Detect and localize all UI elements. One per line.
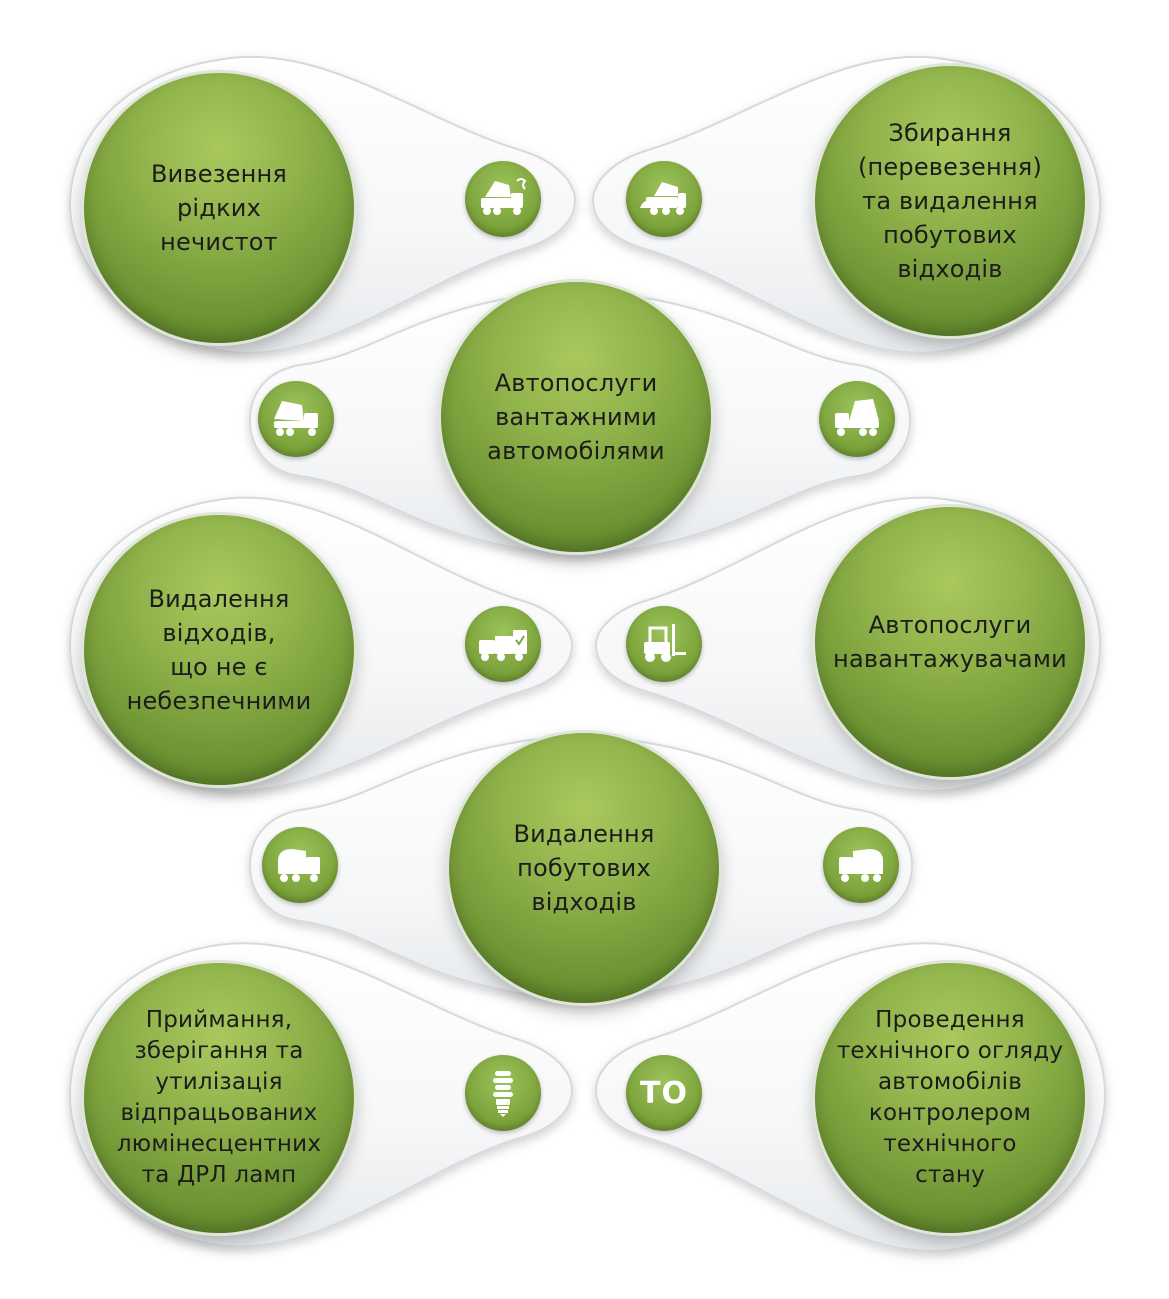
waste-train-icon bbox=[465, 606, 541, 682]
service-lamp-recycling-label: Приймання, зберігання та утилізація відп… bbox=[116, 1007, 322, 1188]
service-nonhazardous-waste-label: Видалення відходів, що не є небезпечними bbox=[126, 585, 312, 715]
dump-truck-icon bbox=[819, 381, 895, 457]
service-tech-inspection-label: Проведення технічного огляду автомобілів… bbox=[836, 1007, 1064, 1188]
forklift-icon bbox=[626, 606, 702, 682]
service-household-removal-label: Видалення побутових відходів bbox=[513, 820, 655, 916]
service-loader-services: Автопослуги навантажувачами bbox=[815, 507, 1085, 777]
service-lamp-recycling: Приймання, зберігання та утилізація відп… bbox=[84, 963, 354, 1233]
service-truck-services-label: Автопослуги вантажними автомобілями bbox=[487, 369, 665, 465]
service-truck-services: Автопослуги вантажними автомобілями bbox=[441, 282, 711, 552]
service-household-collection-label: Збирання (перевезення) та видалення побу… bbox=[857, 119, 1043, 283]
service-tech-inspection: Проведення технічного огляду автомобілів… bbox=[815, 963, 1085, 1233]
garbage-truck-icon bbox=[626, 161, 702, 237]
garbage-truck-icon bbox=[262, 827, 338, 903]
to-badge-label: ТО bbox=[640, 1075, 688, 1111]
service-household-collection: Збирання (перевезення) та видалення побу… bbox=[815, 66, 1085, 336]
garbage-truck-icon bbox=[823, 827, 899, 903]
service-household-removal: Видалення побутових відходів bbox=[449, 733, 719, 1003]
service-liquid-waste: Вивезення рідких нечистот bbox=[84, 73, 354, 343]
service-liquid-waste-label: Вивезення рідких нечистот bbox=[150, 160, 288, 256]
dump-truck-icon bbox=[465, 161, 541, 237]
dump-truck-icon bbox=[258, 381, 334, 457]
service-loader-services-label: Автопослуги навантажувачами bbox=[833, 611, 1067, 673]
service-nonhazardous-waste: Видалення відходів, що не є небезпечними bbox=[84, 515, 354, 785]
lamp-bulb-icon bbox=[465, 1055, 541, 1131]
to-badge-icon: ТО bbox=[626, 1055, 702, 1131]
